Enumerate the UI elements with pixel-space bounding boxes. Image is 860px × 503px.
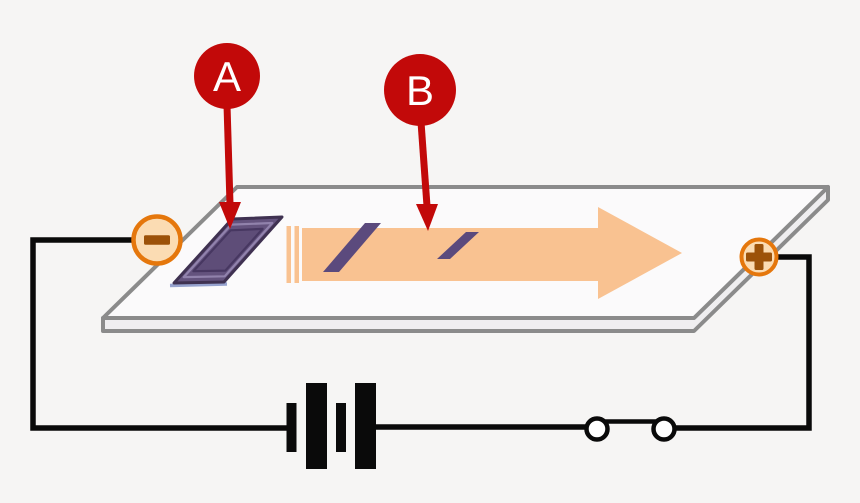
callout-b: B (384, 54, 456, 231)
positive-electrode (739, 237, 779, 277)
well-shadow-edge (169, 282, 228, 288)
switch-contact-left (584, 416, 610, 442)
wire-switch-to-positive (673, 254, 812, 431)
band-large (323, 223, 381, 272)
switch-contacts-icon (584, 416, 677, 442)
callout-a-stem (223, 104, 234, 205)
sample-well (169, 215, 284, 288)
wire-negative-to-battery (30, 237, 287, 431)
band-small (437, 232, 479, 259)
well-rim-light (182, 221, 274, 279)
well-rim-dark (192, 227, 264, 273)
arrow-tail-stripe-2 (294, 226, 299, 283)
callout-a-circle (194, 43, 260, 109)
callout-b-stem (417, 121, 431, 207)
battery-plate-long-2 (355, 383, 376, 469)
battery-cells-icon (286, 383, 376, 469)
callout-b-arrowhead-icon (416, 204, 438, 231)
battery-plate-long-1 (306, 383, 327, 469)
callout-b-circle (384, 54, 456, 126)
battery-plate-short-1 (286, 403, 297, 452)
negative-electrode (131, 214, 183, 266)
callout-a: A (194, 43, 260, 229)
plus-icon-vbar (754, 244, 764, 270)
arrow-tail-stripe-1 (286, 226, 291, 283)
callout-a-label: A (213, 53, 241, 100)
plus-icon (746, 244, 772, 270)
battery-plate-short-2 (336, 403, 346, 452)
circuit-wires (30, 237, 812, 431)
arrow-head (598, 207, 682, 299)
callout-b-label: B (406, 67, 434, 114)
switch-contact-right (651, 416, 677, 442)
minus-icon (144, 235, 170, 245)
callout-a-arrowhead-icon (219, 202, 241, 229)
sample-bands (323, 223, 479, 272)
